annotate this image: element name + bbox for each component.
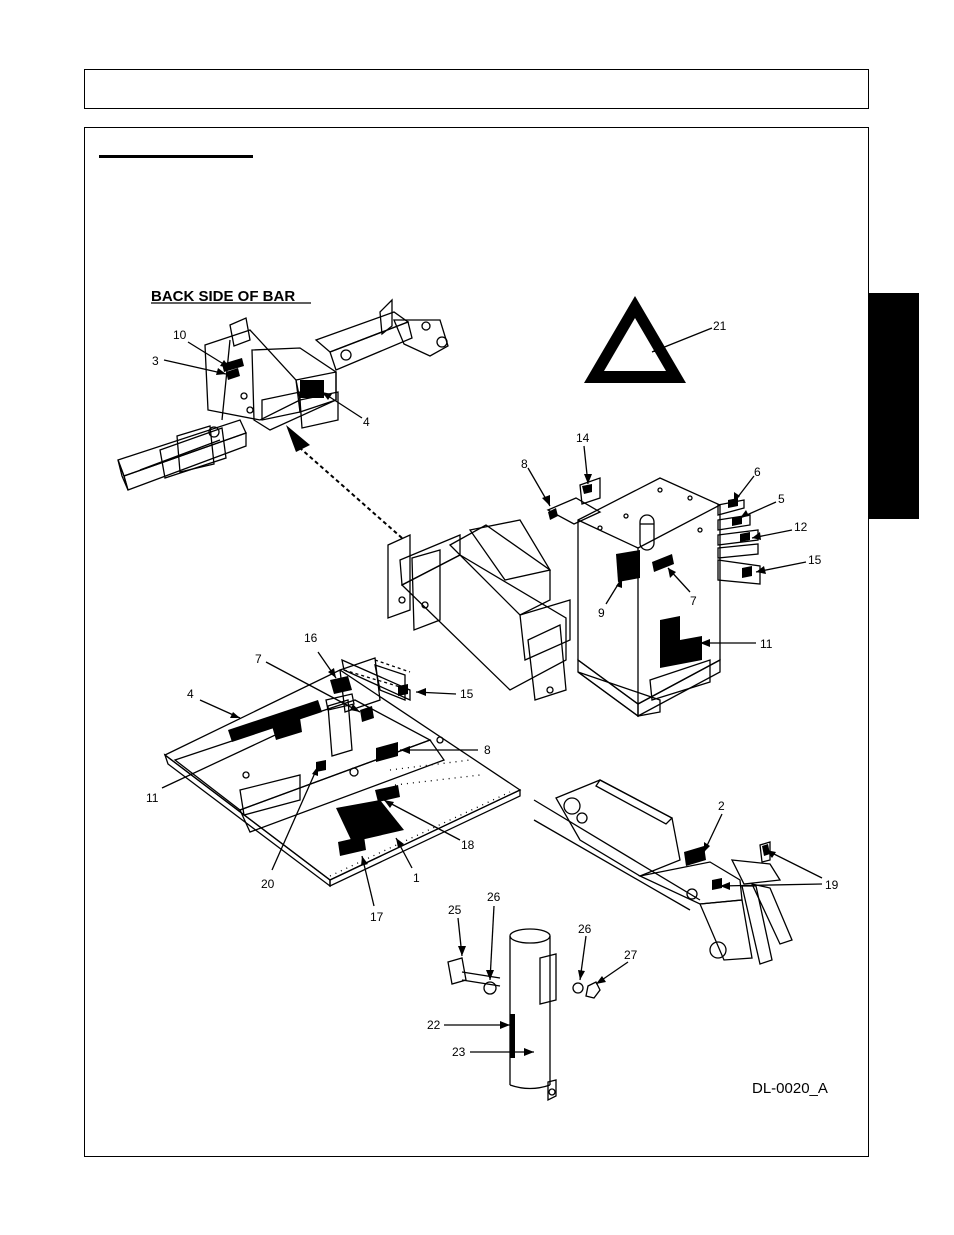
callout-numbers: 10 3 4 21 14 8 6 5 12 15 9 7 11 16 7 4 1… xyxy=(146,319,839,1059)
callout-label: 11 xyxy=(760,637,773,651)
arrowheads xyxy=(216,345,776,1056)
post-hardware-drawing xyxy=(447,928,601,1102)
smv-emblem xyxy=(584,296,686,383)
callout-label: 17 xyxy=(370,910,384,924)
callout-label: 5 xyxy=(778,492,785,506)
callout-label: 21 xyxy=(713,319,727,333)
content-frame xyxy=(84,127,869,1157)
header-box xyxy=(84,69,869,109)
callout-label: 7 xyxy=(255,652,262,666)
bar-assembly-drawing xyxy=(117,298,449,491)
figure-id: DL-0020_A xyxy=(752,1080,828,1097)
callout-label: 26 xyxy=(487,890,501,904)
callout-label: 11 xyxy=(146,791,159,805)
callout-label: 26 xyxy=(578,922,592,936)
callout-label: 15 xyxy=(460,687,474,701)
callout-label: 10 xyxy=(173,328,187,342)
callout-label: 23 xyxy=(452,1045,466,1059)
bar-subtitle: BACK SIDE OF BAR xyxy=(151,288,295,305)
callout-label: 4 xyxy=(187,687,194,701)
callout-label: 8 xyxy=(521,457,528,471)
callout-label: 16 xyxy=(304,631,318,645)
callout-label: 4 xyxy=(363,415,370,429)
callout-label: 18 xyxy=(461,838,475,852)
boom-arm-drawing xyxy=(533,779,793,965)
cutter-deck-drawing xyxy=(163,657,522,888)
callout-label: 9 xyxy=(598,606,605,620)
callout-label: 20 xyxy=(261,877,275,891)
callout-label: 7 xyxy=(690,594,697,608)
callout-label: 14 xyxy=(576,431,590,445)
callout-label: 12 xyxy=(794,520,808,534)
callout-label: 3 xyxy=(152,354,159,368)
section-tab xyxy=(869,293,919,519)
callout-label: 25 xyxy=(448,903,462,917)
section-title-underline xyxy=(99,155,253,158)
callout-label: 19 xyxy=(825,878,839,892)
callout-label: 22 xyxy=(427,1018,441,1032)
callout-label: 1 xyxy=(413,871,420,885)
callout-label: 2 xyxy=(718,799,725,813)
callout-label: 27 xyxy=(624,948,638,962)
callout-label: 6 xyxy=(754,465,761,479)
callout-label: 8 xyxy=(484,743,491,757)
tank-and-frame-drawing xyxy=(387,477,761,718)
callout-label: 15 xyxy=(808,553,822,567)
